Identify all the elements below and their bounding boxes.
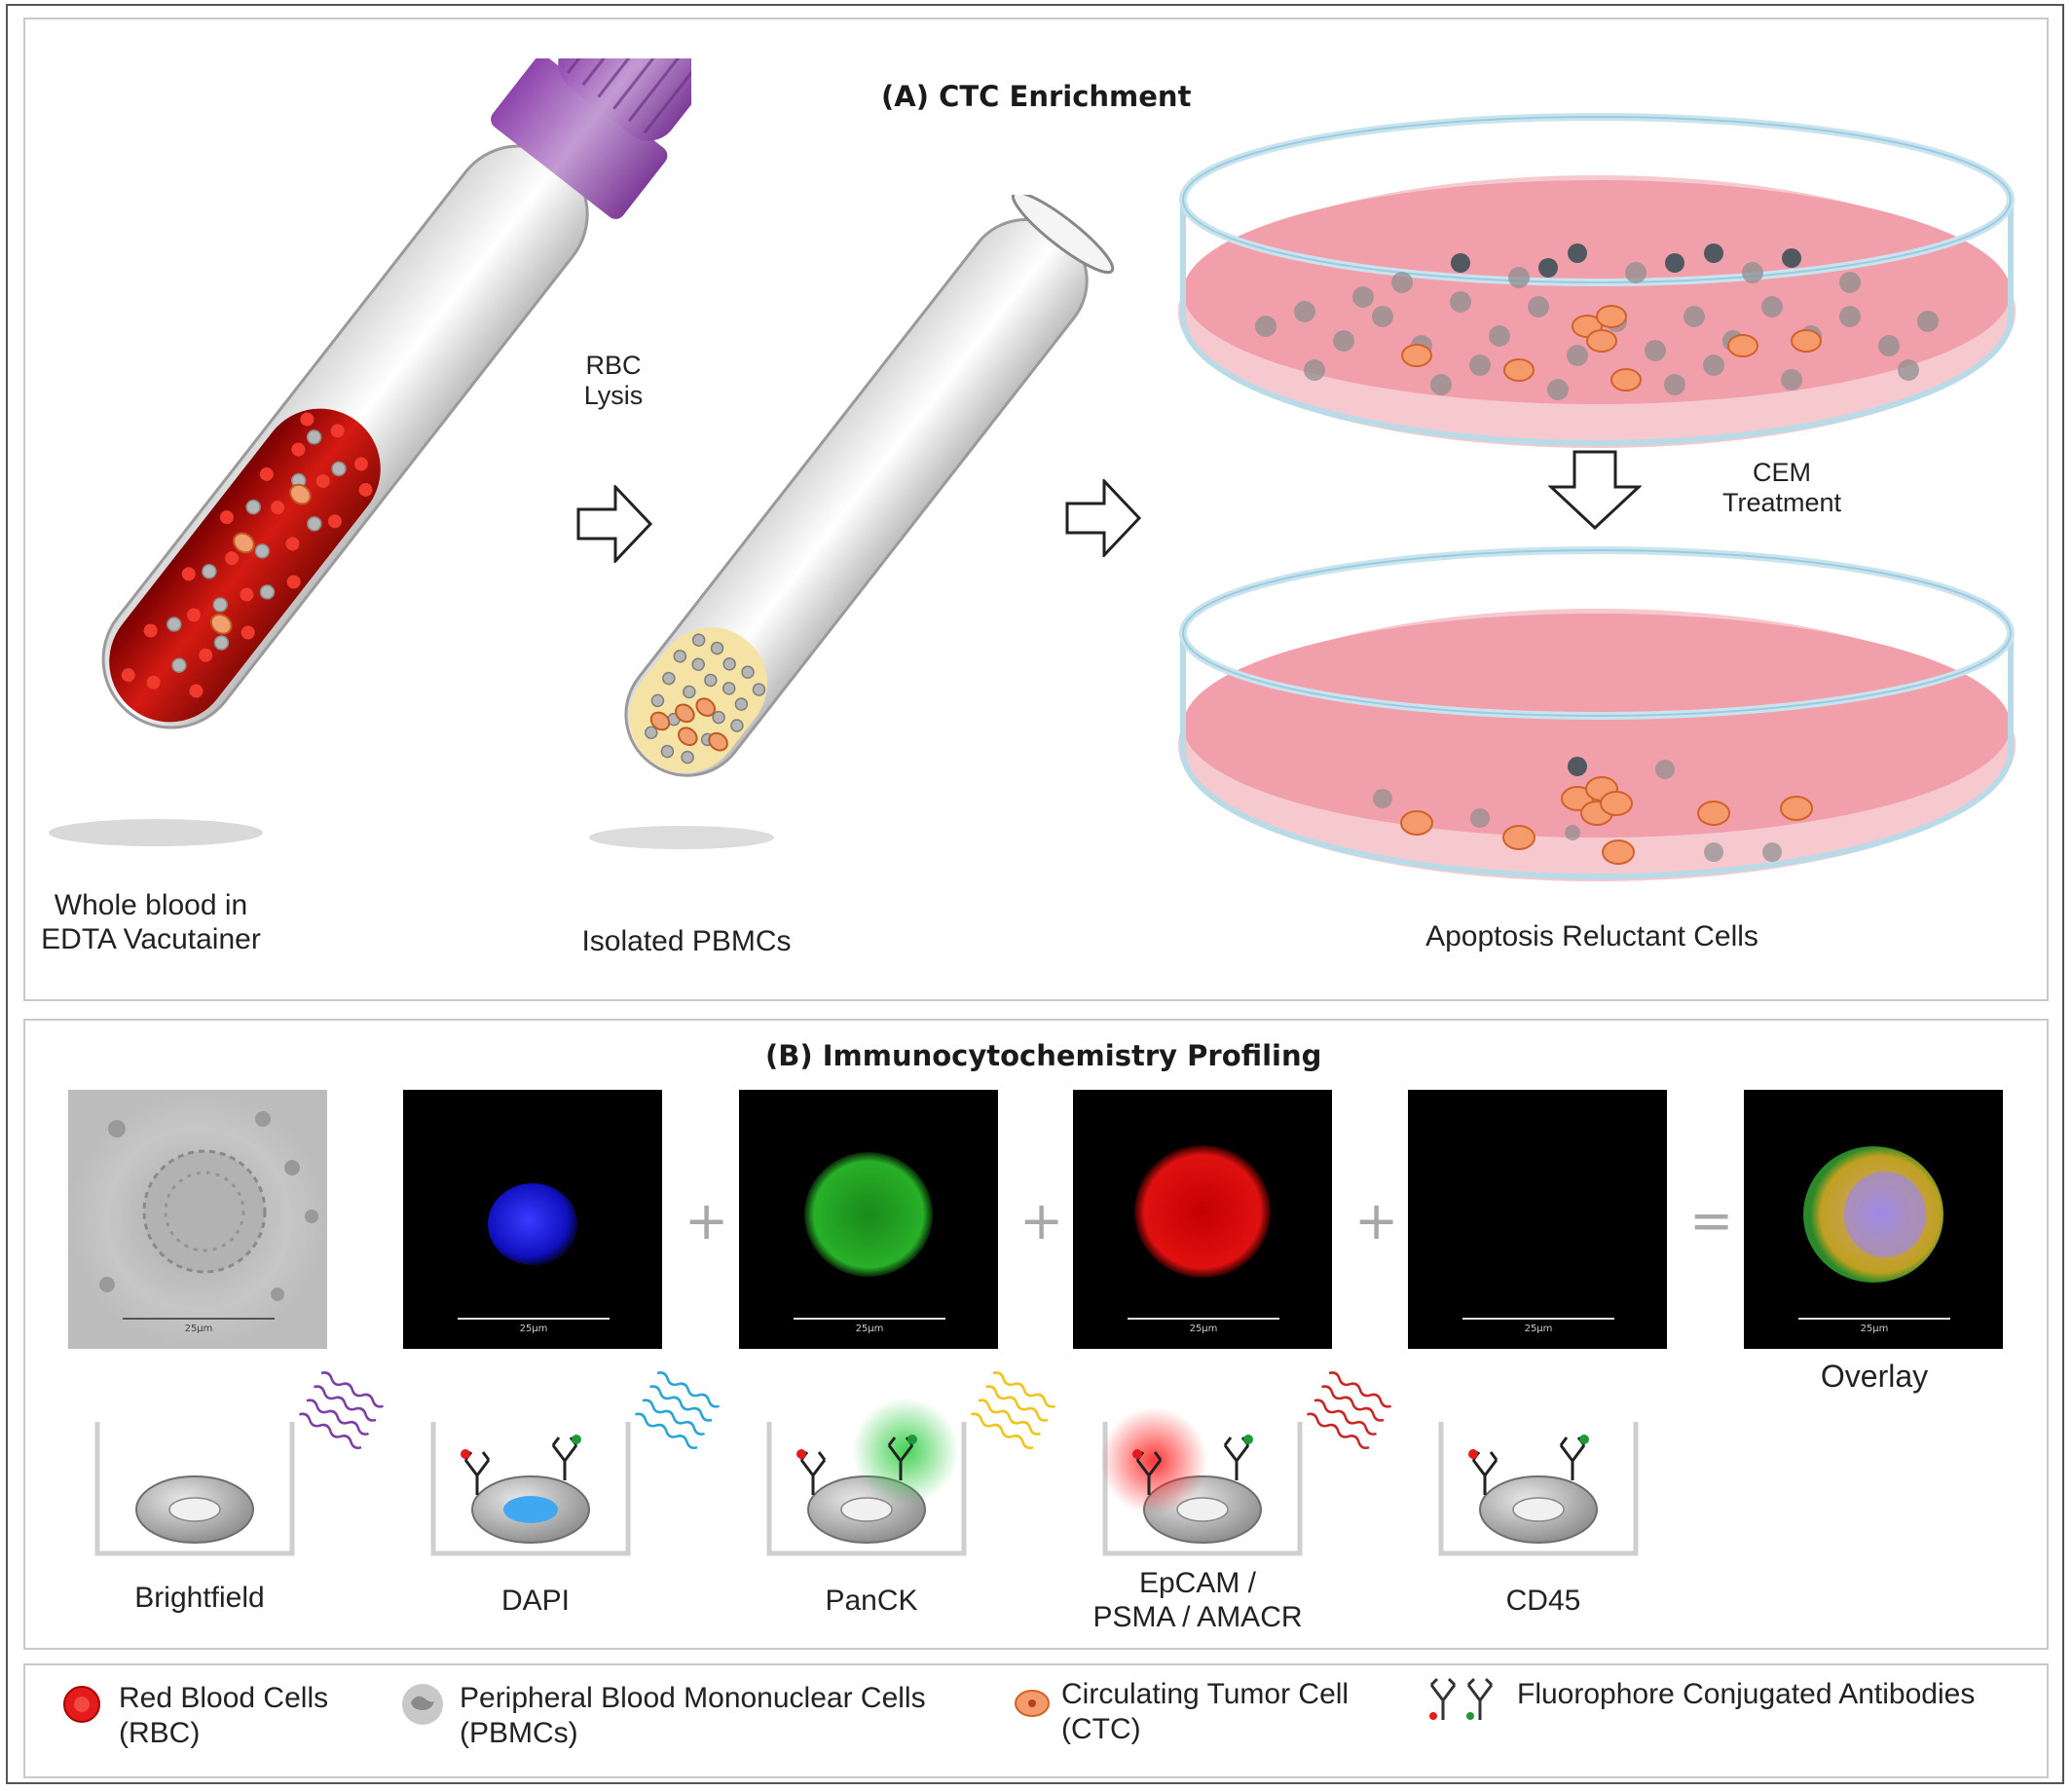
epcam-psma-amacr-label: EpCAM / PSMA / AMACR bbox=[1092, 1567, 1303, 1633]
brightfield-scale-text: 25µm bbox=[185, 1324, 213, 1334]
cem-treatment-label: CEM Treatment bbox=[1721, 458, 1842, 518]
panck-label: PanCK bbox=[825, 1585, 918, 1617]
apoptosis-reluctant-label: Apoptosis Reluctant Cells bbox=[1425, 920, 1758, 952]
panck-image: 25µm bbox=[739, 1090, 998, 1349]
brightfield-image: 25µm bbox=[68, 1090, 327, 1349]
panel-a bbox=[23, 18, 2049, 1001]
panel-b-title-text: Immunocytochemistry Profiling bbox=[822, 1039, 1322, 1072]
antibody-legend-icon bbox=[1429, 1677, 1494, 1720]
blood-tube-illustration bbox=[49, 58, 691, 846]
cd45-image: 25µm bbox=[1408, 1090, 1667, 1349]
panel-b bbox=[23, 1019, 2049, 1650]
pbmc-legend-text: Peripheral Blood Mononuclear Cells (PBMC… bbox=[460, 1682, 926, 1749]
panel-b-letter: (B) bbox=[765, 1039, 813, 1072]
panel-a-title: (A) CTC Enrichment bbox=[881, 80, 1191, 113]
isolated-pbmcs-label: Isolated PBMCs bbox=[581, 925, 792, 957]
petri-dish-pbmc bbox=[1178, 113, 2016, 448]
legend-box bbox=[23, 1663, 2049, 1778]
dapi-image: 25µm bbox=[403, 1090, 662, 1349]
antibody-legend-text: Fluorophore Conjugated Antibodies bbox=[1517, 1678, 1976, 1710]
whole-blood-label: Whole blood in EDTA Vacutainer bbox=[41, 889, 261, 955]
dapi-scale-text: 25µm bbox=[520, 1324, 548, 1334]
epcam-scale-text: 25µm bbox=[1190, 1324, 1218, 1334]
dapi-label: DAPI bbox=[500, 1585, 571, 1617]
pbmc-tube-illustration bbox=[589, 195, 1115, 849]
figure-frame bbox=[6, 4, 2064, 1784]
arrow-down-icon bbox=[1548, 450, 1642, 530]
overlay-scale-text: 25µm bbox=[1861, 1324, 1889, 1334]
panel-a-title-text: CTC Enrichment bbox=[939, 80, 1192, 113]
epcam-image: 25µm bbox=[1073, 1090, 1332, 1349]
arrow-right-1-icon bbox=[576, 485, 653, 563]
overlay-label: Overlay bbox=[1820, 1359, 1929, 1394]
staining-wells-diagram bbox=[88, 1369, 1762, 1568]
petri-dish-apoptosis-reluctant bbox=[1178, 546, 2016, 881]
ctc-legend-text: Circulating Tumor Cell (CTC) bbox=[1061, 1678, 1350, 1745]
rbc-legend-text: Red Blood Cells (RBC) bbox=[119, 1682, 329, 1749]
rbc-lysis-label: RBC Lysis bbox=[583, 351, 644, 411]
cd45-label: CD45 bbox=[1505, 1585, 1581, 1617]
brightfield-label: Brightfield bbox=[134, 1582, 265, 1614]
panel-b-title: (B) Immunocytochemistry Profiling bbox=[765, 1039, 1321, 1072]
arrow-right-2-icon bbox=[1065, 479, 1142, 557]
panck-scale-text: 25µm bbox=[856, 1324, 884, 1334]
plus-operator-1: + bbox=[684, 1190, 729, 1251]
panel-a-letter: (A) bbox=[881, 80, 929, 113]
cd45-scale-text: 25µm bbox=[1525, 1324, 1553, 1334]
overlay-image: 25µm bbox=[1744, 1090, 2003, 1349]
equals-operator: = bbox=[1689, 1190, 1734, 1251]
plus-operator-2: + bbox=[1019, 1190, 1064, 1251]
plus-operator-3: + bbox=[1354, 1190, 1399, 1251]
pbmc-legend-icon bbox=[402, 1684, 443, 1725]
rbc-legend-icon bbox=[63, 1686, 100, 1723]
ctc-legend-icon bbox=[1015, 1690, 1050, 1717]
